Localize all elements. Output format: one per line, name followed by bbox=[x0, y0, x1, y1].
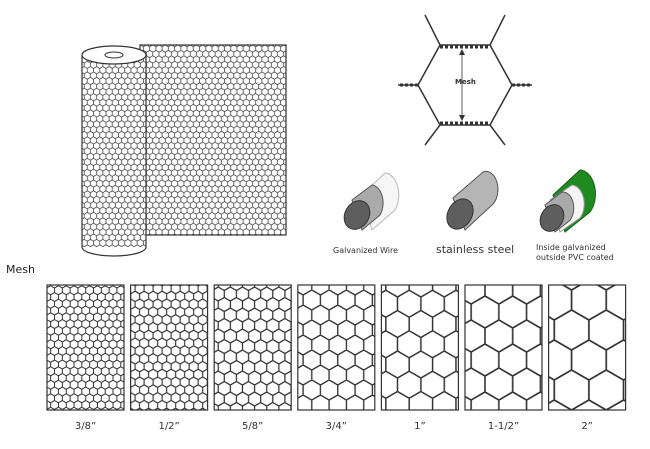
mesh-panel bbox=[464, 284, 543, 411]
mesh-panel bbox=[46, 284, 125, 411]
mesh-section-title: Mesh bbox=[6, 263, 35, 276]
wire-label-galvanized: Galvanized Wire bbox=[333, 246, 398, 255]
roll-core bbox=[104, 51, 124, 59]
mesh-size-label: 5/8” bbox=[242, 421, 264, 432]
mesh-panel bbox=[380, 284, 459, 411]
mesh-detail-diagram bbox=[398, 14, 532, 146]
wire-label-pvc-line2: outside PVC coated bbox=[536, 253, 614, 262]
mesh-size-label: 2” bbox=[581, 421, 593, 432]
wire-stainless bbox=[446, 170, 499, 231]
mesh-size-label: 1/2” bbox=[158, 421, 180, 432]
mesh-panel bbox=[547, 284, 627, 411]
mesh-size-label: 1” bbox=[414, 421, 426, 432]
mesh-size-label: 1-1/2” bbox=[487, 421, 520, 432]
wire-pvc-coated bbox=[539, 169, 596, 233]
mesh-panel bbox=[130, 284, 209, 411]
wire-galvanized bbox=[343, 172, 400, 231]
mesh-panel bbox=[213, 284, 292, 411]
mesh-panel bbox=[297, 284, 376, 411]
roll-body bbox=[82, 55, 146, 247]
wire-label-stainless: stainless steel bbox=[436, 243, 515, 256]
mesh-size-label: 3/4” bbox=[325, 421, 347, 432]
mesh-dimension-label: Mesh bbox=[455, 78, 476, 86]
unrolled-sheet bbox=[139, 44, 287, 236]
mesh-size-label: 3/8” bbox=[74, 421, 97, 432]
wire-label-pvc-line1: Inside galvanized bbox=[536, 243, 606, 252]
mesh-roll bbox=[81, 44, 287, 257]
